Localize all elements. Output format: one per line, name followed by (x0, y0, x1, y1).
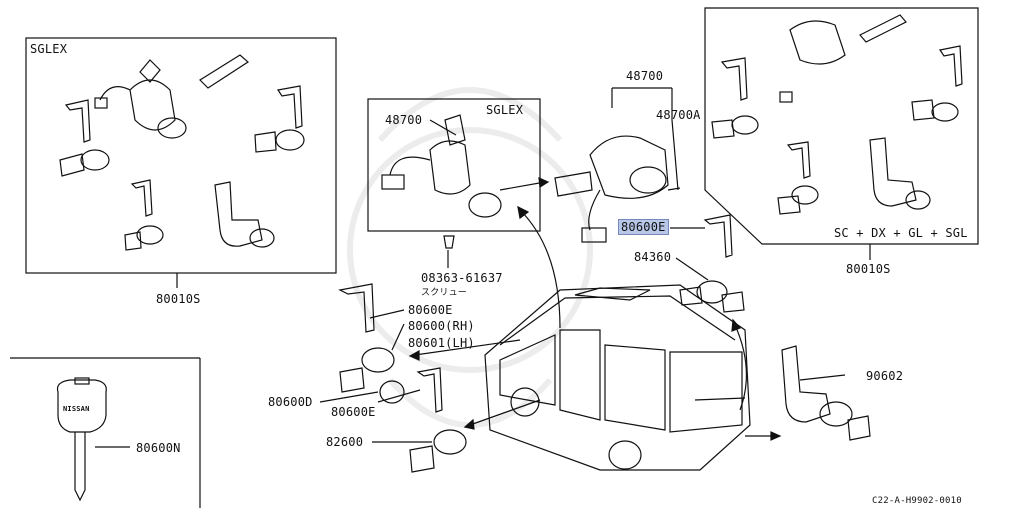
label-80600d: 80600D (268, 395, 313, 409)
label-48700: 48700 (626, 69, 664, 83)
left-box-frame (25, 37, 337, 274)
clip-80600e-low (416, 367, 443, 413)
lock-82600 (433, 429, 467, 455)
van-drawing (484, 284, 751, 471)
arrows (408, 177, 782, 441)
part-80600e-highlight[interactable]: 80600E (618, 219, 669, 235)
right-box-part-number: 80010S (846, 262, 891, 276)
ignition-lock (554, 135, 681, 243)
left-box-parts (59, 54, 305, 251)
key-drawing (56, 377, 107, 502)
clip-84360 (703, 214, 733, 258)
left-box-title: SGLEX (30, 42, 68, 56)
diagram-code: C22-A-H9902-0010 (872, 496, 962, 506)
center-box-title: SGLEX (486, 103, 524, 117)
label-84360: 84360 (634, 250, 672, 264)
leader-lines (95, 87, 846, 448)
lock-84360 (696, 280, 728, 304)
left-box-part-number: 80010S (156, 292, 201, 306)
center-box-frame (367, 98, 541, 232)
center-box-parts (381, 114, 502, 218)
screw (443, 235, 455, 249)
right-box-parts (711, 14, 963, 215)
lock-90602 (781, 345, 831, 423)
center-box-part-number: 48700 (385, 113, 423, 127)
label-screw-jp: スクリュー (421, 288, 468, 298)
watermark (347, 87, 593, 428)
clip-80600e (338, 283, 375, 333)
label-80600e-mid: 80600E (408, 303, 453, 317)
right-box-title: SC + DX + GL + SGL (834, 226, 968, 240)
label-48700a: 48700A (656, 108, 701, 122)
key-part-number: 80600N (136, 441, 181, 455)
label-90602: 90602 (866, 369, 904, 383)
ring-80600d (379, 380, 405, 404)
key-brand-text: NISSAN (63, 405, 90, 413)
key-box-frame (10, 357, 201, 508)
label-screw-number: 08363-61637 (421, 271, 503, 285)
label-80600e-low: 80600E (331, 405, 376, 419)
label-80600rh: 80600(RH) (408, 319, 475, 333)
lock-80600 (361, 347, 395, 373)
label-82600: 82600 (326, 435, 364, 449)
label-80601lh: 80601(LH) (408, 336, 475, 350)
